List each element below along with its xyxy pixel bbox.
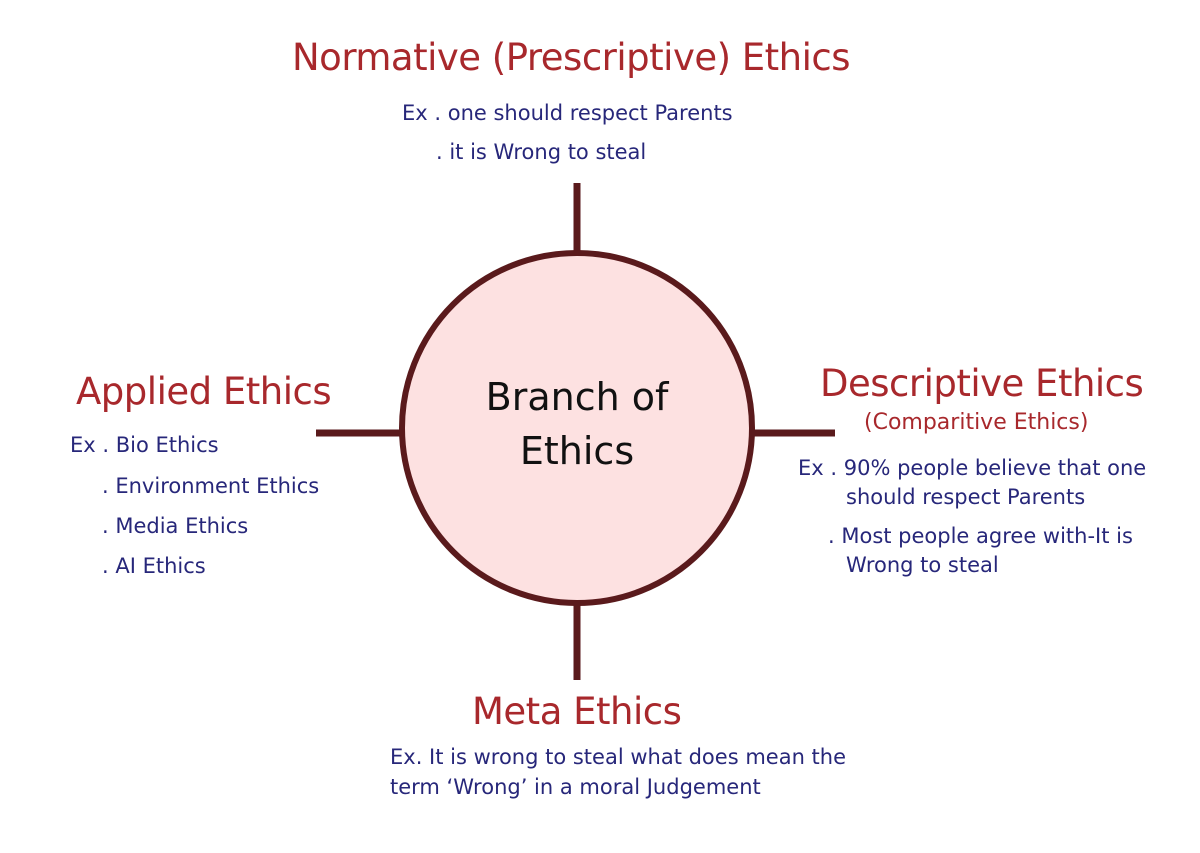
applied-example-2: . Environment Ethics [102, 474, 320, 498]
meta-example-1: Ex. It is wrong to steal what does mean … [390, 745, 847, 769]
descriptive-example-2a: . Most people agree with-It is [828, 524, 1133, 548]
descriptive-example-1a: Ex . 90% people believe that one [798, 456, 1147, 480]
descriptive-example-1b: should respect Parents [846, 485, 1086, 509]
descriptive-title: Descriptive Ethics [820, 362, 1144, 405]
applied-example-1: Ex . Bio Ethics [70, 433, 219, 457]
center-label-line1: Branch of [485, 375, 669, 419]
center-label: Branch of Ethics [427, 370, 727, 478]
center-circle [399, 250, 755, 606]
normative-example-1: Ex . one should respect Parents [402, 101, 733, 125]
normative-title: Normative (Prescriptive) Ethics [292, 36, 851, 79]
applied-title: Applied Ethics [76, 370, 332, 413]
meta-title: Meta Ethics [472, 690, 682, 733]
normative-example-2: . it is Wrong to steal [436, 140, 647, 164]
applied-example-4: . AI Ethics [102, 554, 206, 578]
meta-example-2: term ‘Wrong’ in a moral Judgement [390, 775, 761, 799]
descriptive-example-2b: Wrong to steal [846, 553, 999, 577]
applied-example-3: . Media Ethics [102, 514, 249, 538]
descriptive-subtitle: (Comparitive Ethics) [864, 410, 1089, 435]
center-label-line2: Ethics [519, 429, 635, 473]
